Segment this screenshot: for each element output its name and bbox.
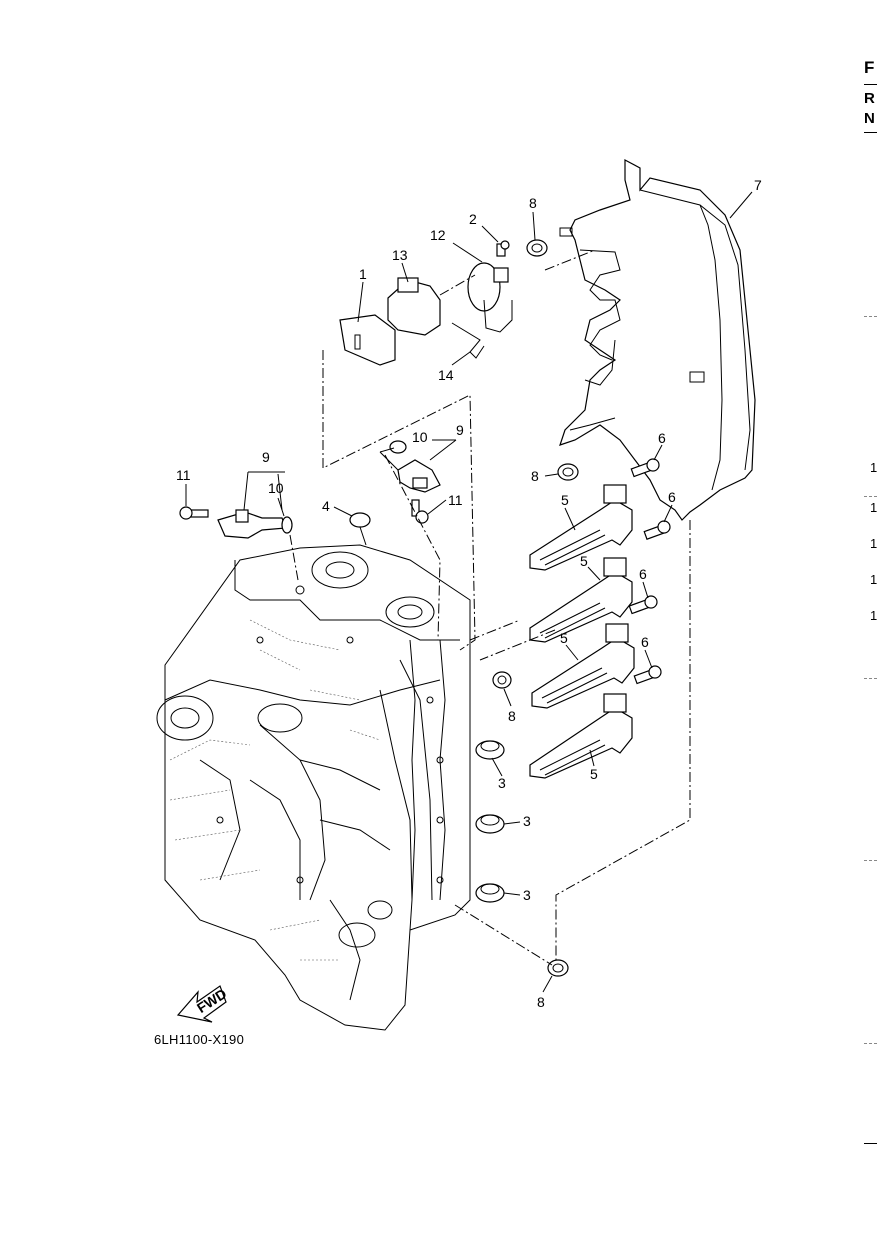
callout-1: 1: [359, 266, 367, 282]
edge-number: 1: [870, 460, 877, 475]
edge-rule: [864, 132, 877, 133]
edge-rule: [864, 1143, 877, 1144]
callout-8-bottom: 8: [537, 994, 545, 1010]
ignition-coil-4: [529, 693, 633, 779]
edge-number: 1: [870, 608, 877, 623]
callout-5c: 5: [560, 630, 568, 646]
callout-3c: 3: [523, 887, 531, 903]
sensor-left: [217, 509, 287, 539]
edge-tick: [864, 860, 877, 861]
clamp-3a: [475, 740, 505, 760]
edge-number: 1: [870, 500, 877, 515]
callout-6b: 6: [668, 489, 676, 505]
callout-2: 2: [469, 211, 477, 227]
engine-block: [156, 544, 471, 1031]
callout-5a: 5: [561, 492, 569, 508]
diagram-code: 6LH1100-X190: [154, 1032, 245, 1047]
ignition-coil-1: [529, 484, 633, 571]
bolt-6d: [633, 665, 662, 685]
edge-letter-n: N: [864, 110, 875, 127]
fwd-arrow: FWD: [176, 985, 229, 1023]
ignition-coil-2: [529, 557, 633, 643]
callout-4: 4: [322, 498, 330, 514]
bolt-6c: [628, 595, 658, 615]
callout-3a: 3: [498, 775, 506, 791]
edge-tick: [864, 316, 877, 317]
callout-labels: 1 13 12 2 14 7 8 8 8 8 6 6 6 6 5 5 5 5 3…: [176, 177, 762, 1010]
bolt-11-left: [179, 506, 209, 520]
callout-6a: 6: [658, 430, 666, 446]
edge-tick: [864, 678, 877, 679]
edge-letter-r: R: [864, 90, 875, 107]
callout-10-right: 10: [412, 429, 428, 445]
o-ring-right: [389, 440, 407, 454]
ignition-coil-3: [531, 623, 635, 709]
callout-9-left: 9: [262, 449, 270, 465]
callout-13: 13: [392, 247, 408, 263]
callout-6c: 6: [639, 566, 647, 582]
callout-9-right: 9: [456, 422, 464, 438]
callout-11-left: 11: [176, 467, 191, 483]
callout-14: 14: [438, 367, 454, 383]
grommet-bottom: [547, 959, 569, 977]
edge-rule: [864, 84, 877, 85]
grommet-mid: [557, 463, 579, 481]
sensor-right: [397, 459, 441, 493]
fitting-4: [349, 512, 371, 546]
edge-number: 1: [870, 572, 877, 587]
module-13: [387, 277, 441, 336]
edge-tick: [864, 1043, 877, 1044]
sensor-12: [467, 262, 513, 333]
callout-12: 12: [430, 227, 446, 243]
screw-2: [496, 240, 510, 257]
bolt-6b: [643, 520, 671, 540]
clamp-3c: [475, 883, 505, 903]
callout-5d: 5: [590, 766, 598, 782]
edge-tick: [864, 496, 877, 497]
callout-3b: 3: [523, 813, 531, 829]
callout-8-engine: 8: [508, 708, 516, 724]
edge-number: 1: [870, 536, 877, 551]
callout-8-top: 8: [529, 195, 537, 211]
callout-6d: 6: [641, 634, 649, 650]
bracket-1: [339, 314, 396, 366]
leader-lines: [185, 191, 753, 993]
callout-11-right: 11: [448, 492, 463, 508]
bolt-6a: [630, 458, 660, 478]
callout-10-left: 10: [268, 480, 284, 496]
callout-7: 7: [754, 177, 762, 193]
grommet-top: [526, 239, 548, 257]
edge-letter-f: F: [864, 58, 875, 77]
wire-14: [451, 322, 485, 359]
o-ring-left: [281, 516, 293, 534]
grommet-engine: [492, 671, 512, 689]
clamp-3b: [475, 814, 505, 834]
callout-5b: 5: [580, 553, 588, 569]
callout-8-mid: 8: [531, 468, 539, 484]
